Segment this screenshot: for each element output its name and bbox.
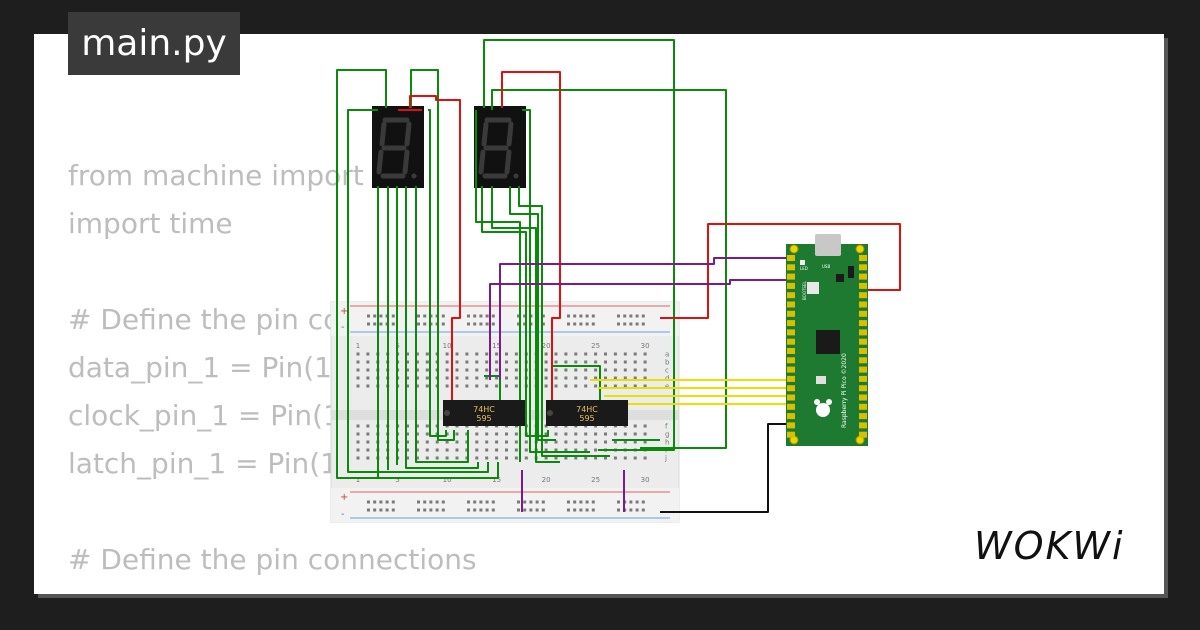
pico-pin[interactable]	[787, 348, 795, 354]
pico-led-label: LED	[800, 266, 808, 271]
column-number: 30	[641, 342, 650, 350]
pico-pin[interactable]	[859, 431, 867, 438]
pico-pin[interactable]	[787, 375, 795, 382]
pico-pin[interactable]	[859, 348, 867, 354]
pico-pin[interactable]	[859, 385, 867, 392]
row-letter: d	[665, 375, 669, 383]
pico-pin[interactable]	[859, 264, 867, 271]
pico-pin[interactable]	[787, 431, 795, 438]
pico-pin[interactable]	[787, 394, 795, 401]
raspberry-logo-icon	[814, 399, 832, 417]
column-number: 25	[591, 476, 600, 484]
chip-1-line2: 595	[476, 414, 491, 423]
pico-pin[interactable]	[859, 338, 867, 345]
row-letter: c	[665, 367, 669, 375]
pico-pin[interactable]	[787, 264, 795, 271]
chip-2-line2: 595	[579, 414, 594, 423]
column-number: 15	[492, 342, 501, 350]
pico-pin[interactable]	[859, 366, 867, 373]
code-line: import time	[68, 207, 233, 240]
file-tab-main-py[interactable]: main.py	[68, 12, 240, 75]
pico-bootsel-label: BOOTSEL	[802, 281, 807, 300]
pico-pin[interactable]	[859, 310, 867, 317]
row-letter: a	[665, 351, 669, 359]
pico-board-label: Raspberry Pi Pico ©2020	[841, 353, 848, 428]
pico-pin[interactable]	[859, 329, 867, 336]
pico-usb-label: USB	[822, 264, 830, 269]
pico-pin[interactable]	[859, 422, 867, 429]
row-letter: f	[665, 423, 668, 431]
rail-minus-top: -	[341, 322, 345, 333]
row-letter: h	[665, 439, 669, 447]
pico-pin[interactable]	[859, 413, 867, 420]
pico-pin[interactable]	[787, 403, 795, 410]
pico-pin[interactable]	[859, 375, 867, 382]
shift-register-chip-2[interactable]: 74HC 595	[546, 400, 628, 426]
pico-pin[interactable]	[787, 422, 795, 429]
column-number: 30	[641, 476, 650, 484]
usb-connector	[815, 234, 841, 256]
column-number: 20	[542, 342, 551, 350]
pico-pin[interactable]	[787, 310, 795, 317]
pico-pin[interactable]	[787, 385, 795, 392]
rail-plus-top: +	[340, 306, 348, 317]
code-line: # Define the pin connections	[68, 543, 477, 576]
pico-pin[interactable]	[859, 394, 867, 401]
pico-pin[interactable]	[787, 255, 795, 261]
pico-pin[interactable]	[787, 273, 795, 280]
column-number: 5	[395, 476, 399, 484]
wokwi-logo: WOKWi	[974, 524, 1125, 568]
pico-pin[interactable]	[859, 320, 867, 327]
pico-pin[interactable]	[859, 273, 867, 280]
chip-1-line1: 74HC	[473, 405, 495, 414]
row-letter: j	[664, 455, 667, 463]
code-line: data_pin_2 = Pin(2, Pin.OUT)	[68, 584, 498, 594]
column-number: 10	[443, 476, 452, 484]
column-number: 25	[591, 342, 600, 350]
pico-pin[interactable]	[859, 301, 867, 308]
rp2040-chip	[816, 330, 840, 354]
pico-pin[interactable]	[859, 357, 867, 364]
pico-pin[interactable]	[787, 282, 795, 289]
chip-2-line1: 74HC	[576, 405, 598, 414]
pico-pin[interactable]	[859, 282, 867, 289]
column-number: 15	[492, 476, 501, 484]
column-number: 20	[542, 476, 551, 484]
pico-pin[interactable]	[787, 320, 795, 327]
seven-segment-display-1[interactable]	[372, 106, 424, 188]
rail-minus-bottom: -	[341, 509, 345, 520]
pico-pin[interactable]	[859, 403, 867, 410]
row-letter: b	[665, 359, 670, 367]
raspberry-pi-pico[interactable]: LED USB BOOTSEL Raspberry Pi Pico ©2020	[786, 234, 868, 446]
pico-pin[interactable]	[859, 292, 867, 299]
seven-segment-display-2[interactable]	[474, 106, 526, 188]
pico-pin[interactable]	[787, 413, 795, 420]
rail-plus-bottom: +	[340, 492, 348, 503]
pico-pin[interactable]	[787, 338, 795, 345]
column-number: 10	[443, 342, 452, 350]
pico-pin[interactable]	[787, 357, 795, 364]
pico-pin[interactable]	[787, 301, 795, 308]
bootsel-button[interactable]	[807, 282, 819, 294]
wires	[336, 39, 901, 513]
pico-pin[interactable]	[787, 292, 795, 299]
pico-pin[interactable]	[787, 329, 795, 336]
row-letter: g	[665, 431, 669, 439]
pico-pin[interactable]	[859, 255, 867, 261]
pico-pin[interactable]	[787, 366, 795, 373]
led-icon	[800, 260, 805, 265]
shift-register-chip-1[interactable]: 74HC 595	[443, 400, 525, 426]
column-number: 1	[356, 342, 360, 350]
row-letter: e	[665, 383, 669, 391]
column-number: 1	[356, 476, 360, 484]
